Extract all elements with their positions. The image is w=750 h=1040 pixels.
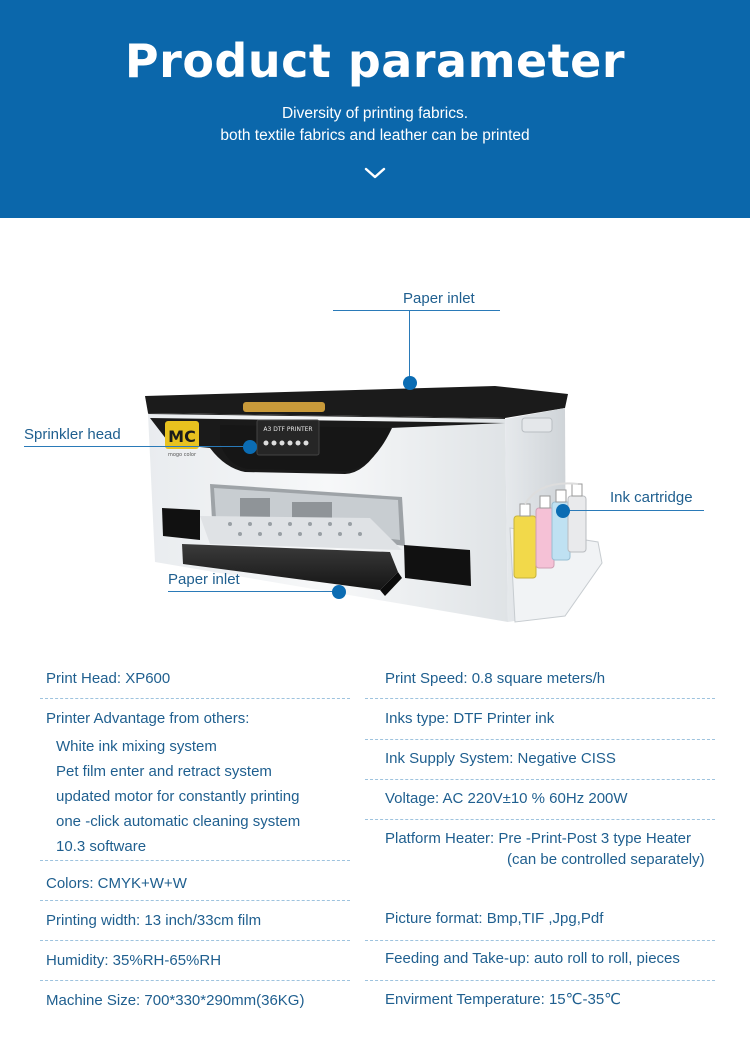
callout-line <box>168 591 340 592</box>
advantage-item: Pet film enter and retract system <box>56 763 272 780</box>
callout-line <box>409 310 410 382</box>
spec-humidity: Humidity: 35%RH-65%RH <box>46 952 222 969</box>
brand-logo-sub: mogo color <box>168 452 197 458</box>
spec-colors: Colors: CMYK+W+W <box>46 875 187 892</box>
header-banner: Product parameter Diversity of printing … <box>0 0 750 218</box>
callout-paper-inlet-bottom: Paper inlet <box>168 571 240 588</box>
spec-inks-type: Inks type: DTF Printer ink <box>385 710 555 727</box>
divider <box>365 698 715 699</box>
spec-temperature: Envirment Temperature: 15℃-35℃ <box>385 991 622 1008</box>
advantage-item: 10.3 software <box>56 838 147 855</box>
callout-dot <box>403 376 417 390</box>
advantage-item: one -click automatic cleaning system <box>56 813 301 830</box>
divider <box>365 940 715 941</box>
divider <box>40 860 350 861</box>
spec-ink-supply: Ink Supply System: Negative CISS <box>385 750 616 767</box>
spec-printing-width: Printing width: 13 inch/33cm film <box>46 912 262 929</box>
spec-advantage-title: Printer Advantage from others: <box>46 710 250 727</box>
spec-platform-heater-note: (can be controlled separately) <box>507 851 705 868</box>
callout-dot <box>556 504 570 518</box>
divider <box>40 940 350 941</box>
spec-voltage: Voltage: AC 220V±10 % 60Hz 200W <box>385 790 628 807</box>
divider <box>365 739 715 740</box>
callout-line <box>562 510 704 511</box>
callout-ink-cartridge: Ink cartridge <box>610 489 693 506</box>
chevron-down-icon <box>364 167 386 179</box>
divider <box>365 819 715 820</box>
divider <box>365 779 715 780</box>
advantage-item: White ink mixing system <box>56 738 217 755</box>
spec-table: Print Head: XP600 Printer Advantage from… <box>0 648 750 1040</box>
spec-machine-size: Machine Size: 700*330*290mm(36KG) <box>46 992 305 1009</box>
callout-dot <box>243 440 257 454</box>
brand-logo-text: MC <box>168 427 196 446</box>
page-title: Product parameter <box>124 34 626 88</box>
spec-print-speed: Print Speed: 0.8 square meters/h <box>385 670 606 687</box>
divider <box>40 900 350 901</box>
callout-line <box>24 446 252 447</box>
printer-image: A3 DTF PRINTER MC mogo color <box>145 386 603 623</box>
spec-platform-heater: Platform Heater: Pre -Print-Post 3 type … <box>385 830 691 847</box>
spec-print-head: Print Head: XP600 <box>46 670 171 687</box>
divider <box>40 980 350 981</box>
callout-sprinkler-head: Sprinkler head <box>24 426 121 443</box>
divider <box>40 698 350 699</box>
subtitle-line-1: Diversity of printing fabrics. <box>281 105 469 122</box>
panel-label: A3 DTF PRINTER <box>263 426 312 433</box>
callout-line <box>333 310 500 311</box>
product-illustration: A3 DTF PRINTER MC mogo color <box>0 218 750 648</box>
callout-paper-inlet-top: Paper inlet <box>403 290 475 307</box>
callout-dot <box>332 585 346 599</box>
spec-feeding: Feeding and Take-up: auto roll to roll, … <box>385 950 680 967</box>
advantage-item: updated motor for constantly printing <box>56 788 300 805</box>
spec-picture-format: Picture format: Bmp,TIF ,Jpg,Pdf <box>385 910 604 927</box>
divider <box>365 980 715 981</box>
subtitle-line-2: both textile fabrics and leather can be … <box>220 127 530 144</box>
